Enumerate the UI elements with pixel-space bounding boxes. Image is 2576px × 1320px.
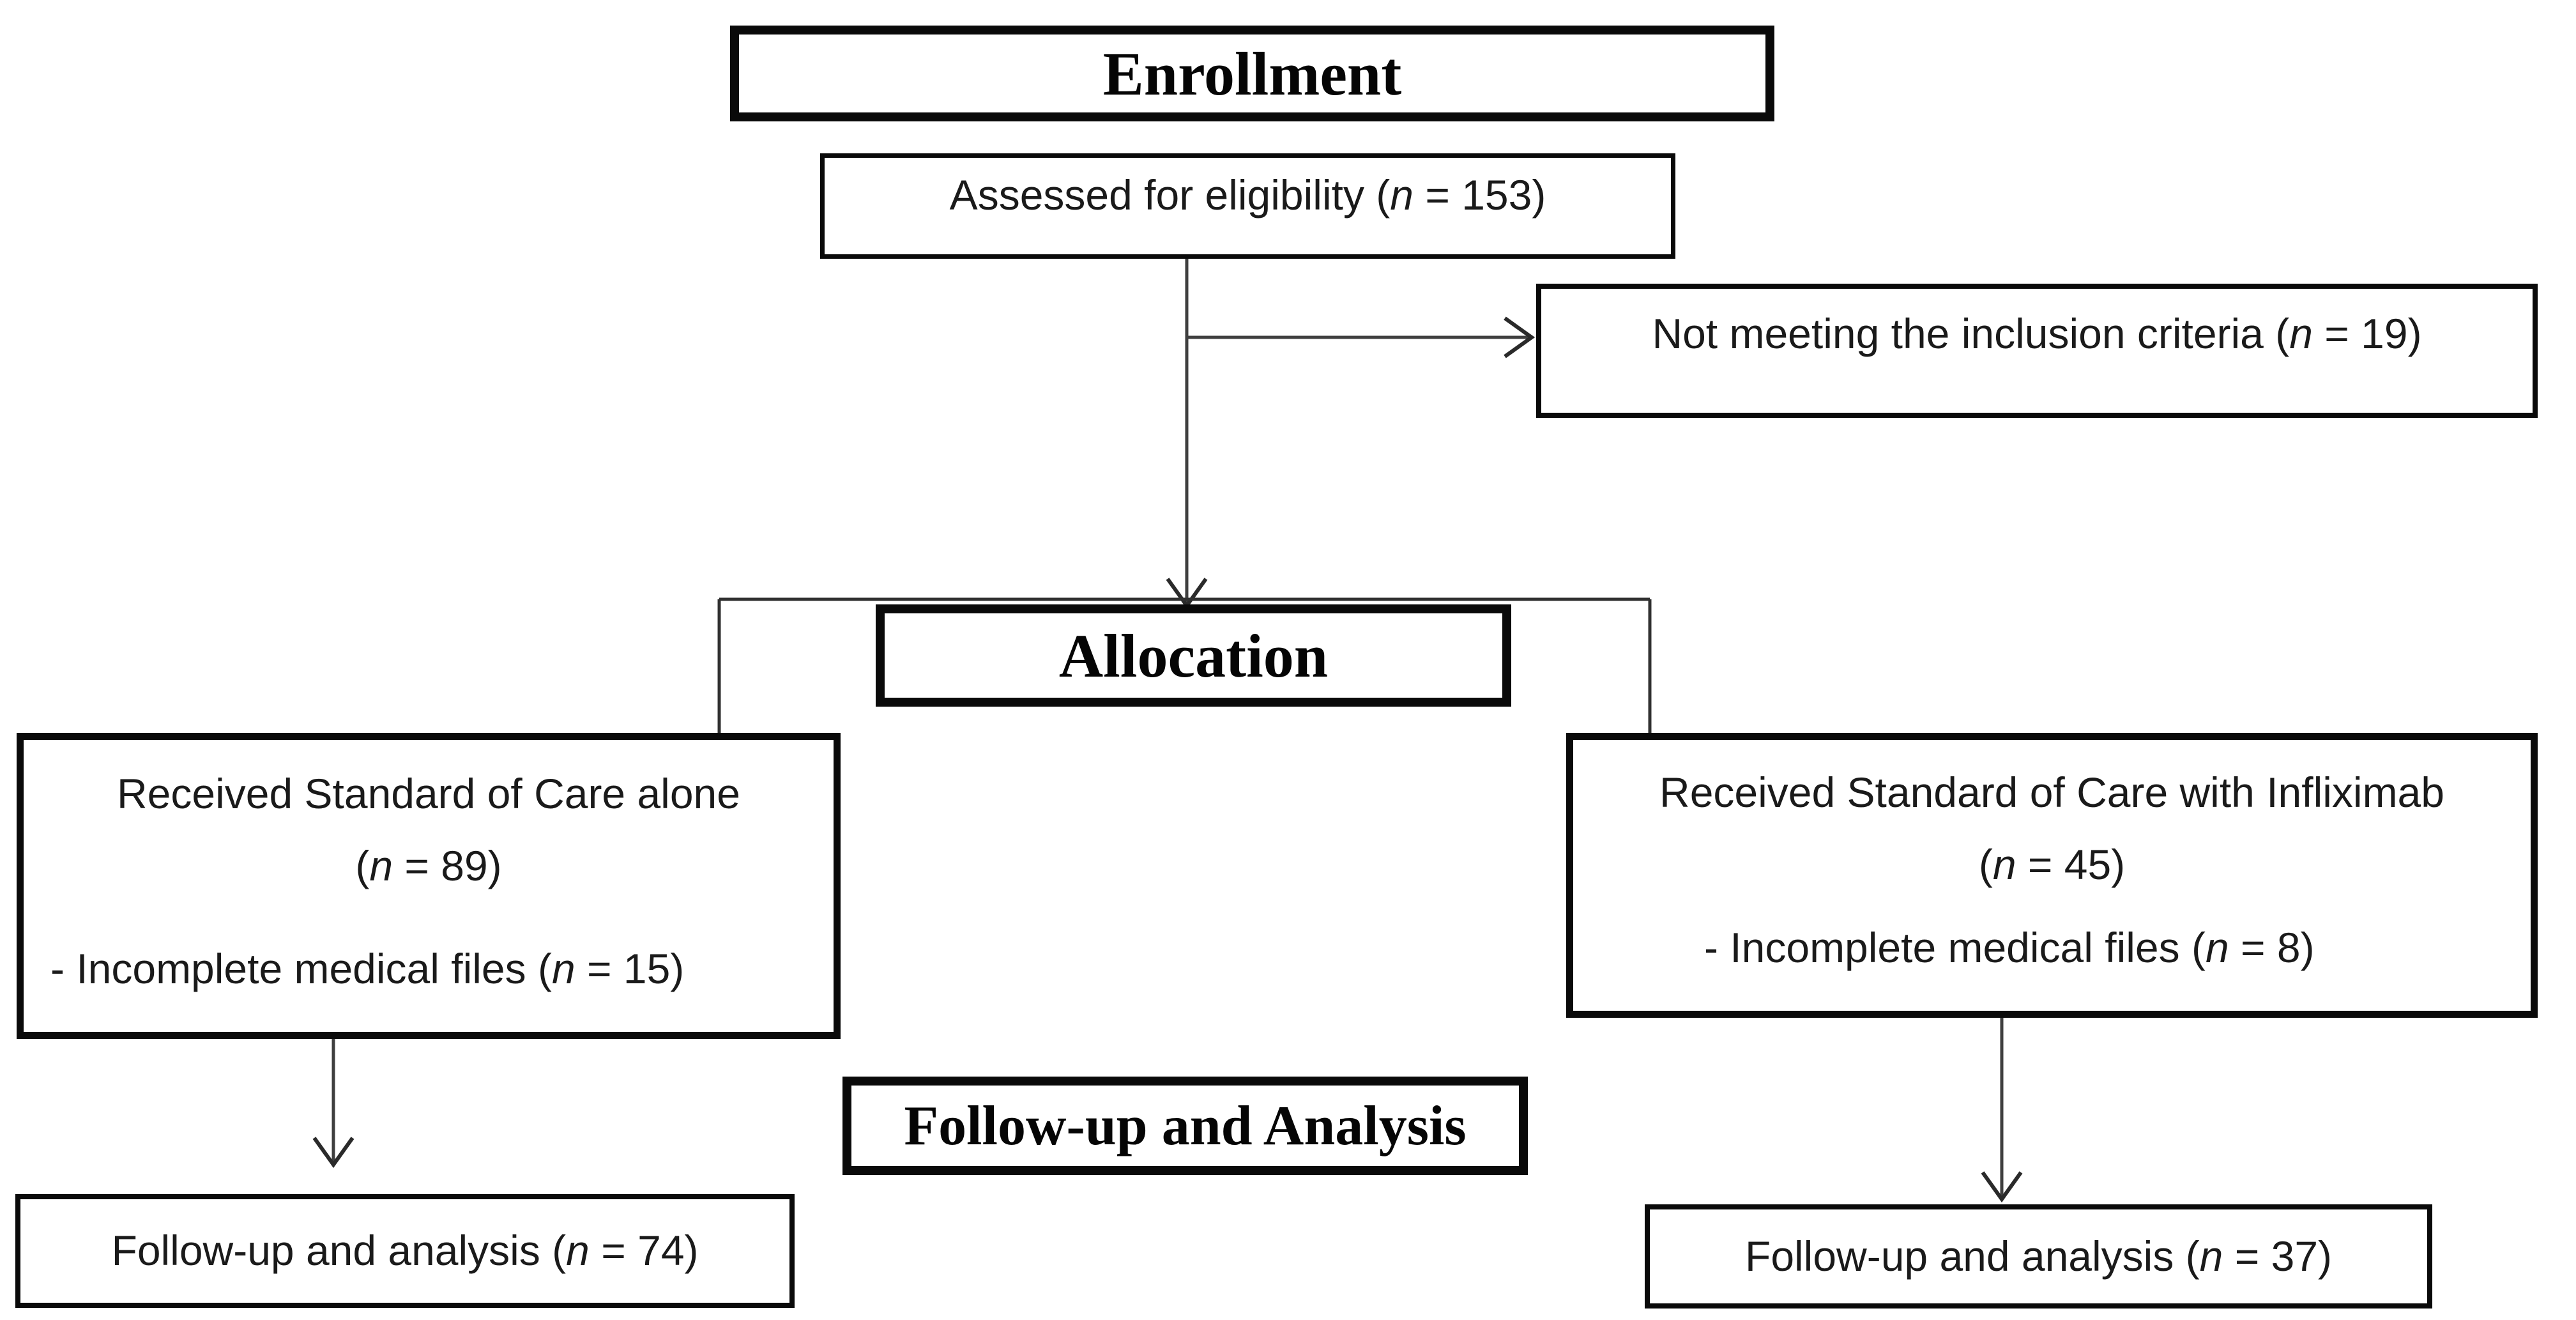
not-meeting-text-post: = 19) xyxy=(2312,310,2422,357)
n-variable: n xyxy=(1992,841,2016,889)
enrollment-header-box: Enrollment xyxy=(730,26,1774,121)
followup-left-box: Follow-up and analysis (n = 74) xyxy=(15,1194,795,1308)
n-variable: n xyxy=(1390,171,1414,219)
followup-right-pre: Follow-up and analysis ( xyxy=(1745,1232,2200,1280)
allocation-header-label: Allocation xyxy=(1058,621,1329,690)
soc-infliximab-count: (n = 45) xyxy=(1573,843,2531,887)
soc-alone-count: (n = 89) xyxy=(24,844,834,888)
n-variable: n xyxy=(551,944,575,992)
followup-left-post: = 74) xyxy=(589,1227,699,1275)
connector-allocation-branch xyxy=(717,597,1652,736)
followup-right-box: Follow-up and analysis (n = 37) xyxy=(1645,1204,2432,1308)
note-post: = 15) xyxy=(575,944,685,992)
connector-soc-alone-to-followup xyxy=(312,1039,354,1169)
note-pre: - Incomplete medical files ( xyxy=(50,944,552,992)
count-post: = 45) xyxy=(2016,841,2126,889)
followup-analysis-header-box: Follow-up and Analysis xyxy=(842,1077,1528,1175)
note-post: = 8) xyxy=(2229,923,2315,971)
soc-infliximab-incomplete-note: - Incomplete medical files (n = 8) xyxy=(1704,923,2524,971)
assessed-eligibility-text: Assessed for eligibility (n = 153) xyxy=(950,171,1546,219)
n-variable: n xyxy=(2199,1232,2223,1280)
soc-alone-incomplete-note: - Incomplete medical files (n = 15) xyxy=(50,944,827,992)
count-post: = 89) xyxy=(393,842,502,890)
down-arrowhead-icon xyxy=(312,1137,354,1169)
allocation-header-box: Allocation xyxy=(876,604,1511,707)
n-variable: n xyxy=(2205,923,2229,971)
count-pre: ( xyxy=(1978,841,1993,889)
followup-left-text: Follow-up and analysis (n = 74) xyxy=(112,1229,699,1273)
n-variable: n xyxy=(2289,310,2313,357)
not-meeting-criteria-box: Not meeting the inclusion criteria (n = … xyxy=(1536,284,2538,418)
not-meeting-criteria-text: Not meeting the inclusion criteria (n = … xyxy=(1652,310,2421,357)
connector-assessed-to-allocation xyxy=(1166,259,1208,610)
n-variable: n xyxy=(566,1227,590,1275)
followup-analysis-header-label: Follow-up and Analysis xyxy=(904,1094,1467,1157)
followup-left-pre: Follow-up and analysis ( xyxy=(111,1227,567,1275)
count-pre: ( xyxy=(355,842,370,890)
assessed-text-post: = 153) xyxy=(1413,171,1546,219)
n-variable: n xyxy=(369,842,393,890)
assessed-eligibility-box: Assessed for eligibility (n = 153) xyxy=(820,153,1675,259)
enrollment-header-label: Enrollment xyxy=(1102,39,1402,108)
soc-infliximab-title: Received Standard of Care with Inflixima… xyxy=(1659,769,2444,816)
followup-right-text: Follow-up and analysis (n = 37) xyxy=(1745,1234,2332,1278)
assessed-text-pre: Assessed for eligibility ( xyxy=(949,171,1391,219)
connector-soc-infliximab-to-followup xyxy=(1981,1018,2023,1203)
right-arrowhead-icon xyxy=(1504,316,1536,358)
soc-infliximab-group-box: Received Standard of Care with Inflixima… xyxy=(1566,733,2538,1018)
down-arrowhead-icon xyxy=(1981,1171,2023,1203)
soc-alone-title: Received Standard of Care alone xyxy=(117,770,740,817)
followup-right-post: = 37) xyxy=(2223,1232,2332,1280)
note-pre: - Incomplete medical files ( xyxy=(1704,923,2206,971)
soc-alone-group-box: Received Standard of Care alone (n = 89)… xyxy=(17,733,841,1039)
connector-excluded-arrow xyxy=(1187,316,1536,358)
not-meeting-text-pre: Not meeting the inclusion criteria ( xyxy=(1652,310,2290,357)
